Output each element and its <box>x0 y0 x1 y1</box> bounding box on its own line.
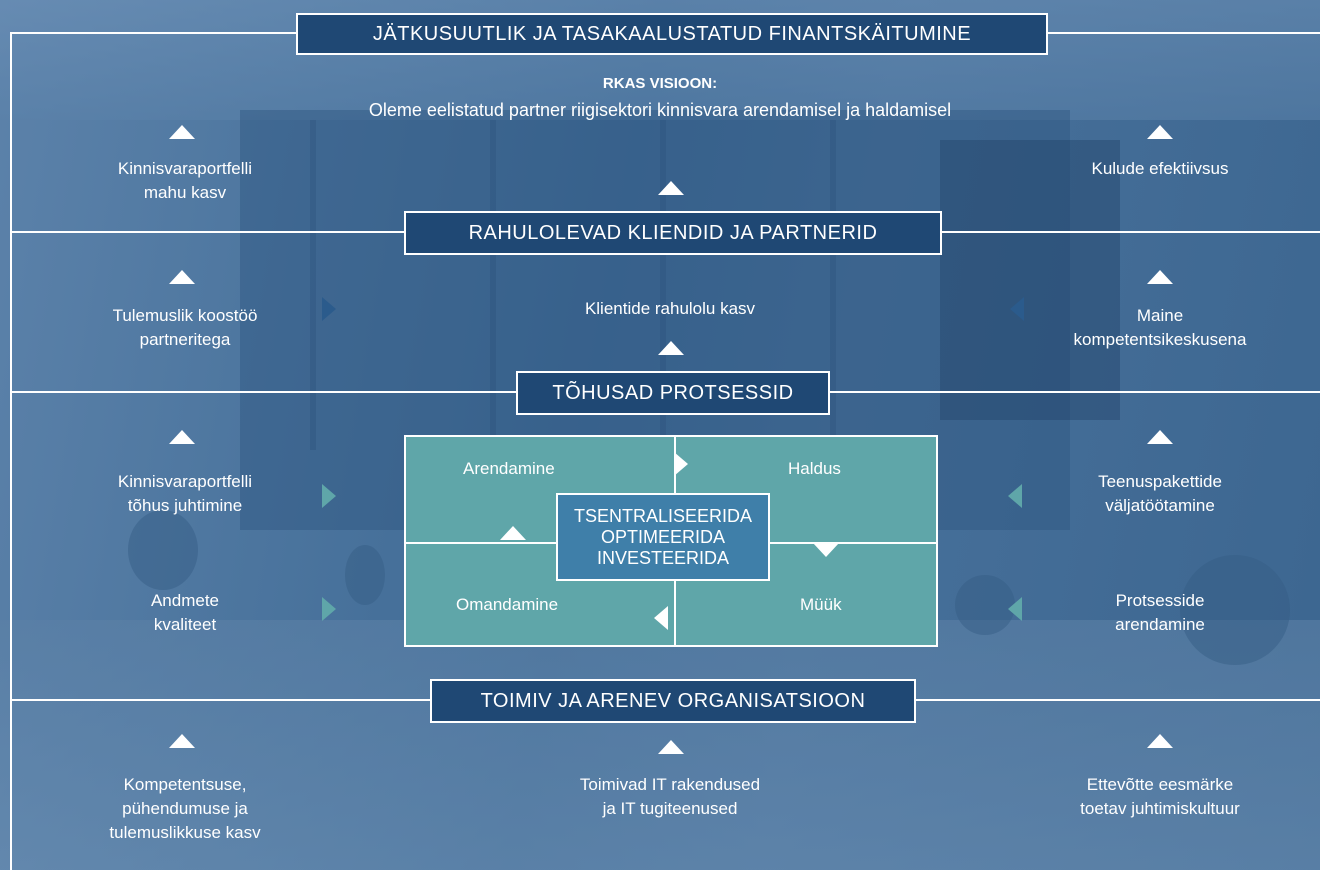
goal-competence-growth: Kompetentsuse, pühendumuse ja tulemuslik… <box>60 773 310 845</box>
cycle-step-development: Arendamine <box>463 459 555 478</box>
goal-cost-efficiency: Kulude efektiivsus <box>1091 159 1229 178</box>
goal-it-systems: Toimivad IT rakendused ja IT tugiteenuse… <box>510 773 830 821</box>
vision-heading: RKAS VISIOON: <box>602 75 718 92</box>
arrow-left-icon <box>654 606 668 630</box>
arrow-right-icon <box>674 452 688 476</box>
goal-line: ja IT tugiteenused <box>602 799 738 818</box>
goal-line: väljatöötamine <box>1105 496 1215 515</box>
goal-line: arendamine <box>1115 615 1205 634</box>
arrow-up-icon <box>658 181 684 195</box>
frame-line <box>938 231 1320 233</box>
goal-line: Andmete <box>150 591 220 610</box>
goal-line: Kinnisvaraportfelli <box>117 472 253 491</box>
arrow-up-icon <box>1147 270 1173 284</box>
frame-line <box>826 391 1320 393</box>
goal-line: partneritega <box>139 330 231 349</box>
center-line: TSENTRALISEERIDA <box>573 505 753 526</box>
goal-portfolio-management: Kinnisvaraportfelli tõhus juhtimine <box>60 470 310 518</box>
arrow-up-icon <box>169 734 195 748</box>
center-line: OPTIMEERIDA <box>600 526 725 547</box>
section-title-organisation: TOIMIV JA ARENEV ORGANISATSIOON <box>430 679 916 723</box>
goal-competence-reputation: Maine kompetentsikeskusena <box>1030 304 1290 352</box>
arrow-up-icon <box>1147 125 1173 139</box>
goal-partner-cooperation: Tulemuslik koostöö partneritega <box>60 304 310 352</box>
goal-line: toetav juhtimiskultuur <box>1080 799 1240 818</box>
goal-line: Teenuspakettide <box>1098 472 1222 491</box>
arrow-right-icon <box>322 597 336 621</box>
arrow-up-icon <box>169 270 195 284</box>
cycle-step-management: Haldus <box>788 459 841 478</box>
cycle-step-acquisition: Omandamine <box>456 595 559 614</box>
tree <box>128 510 198 590</box>
frame-left-line <box>10 32 12 870</box>
arrow-up-icon <box>500 526 526 540</box>
arrow-right-icon <box>322 484 336 508</box>
frame-line <box>10 32 296 34</box>
tree <box>345 545 385 605</box>
cycle-step-sale: Müük <box>800 595 842 614</box>
process-cycle: Arendamine Haldus Omandamine Müük <box>404 435 938 647</box>
building-stripe <box>830 120 836 450</box>
arrow-right-icon <box>322 297 336 321</box>
goal-line: Toimivad IT rakendused <box>579 775 761 794</box>
frame-line <box>912 699 1320 701</box>
arrow-up-icon <box>1147 734 1173 748</box>
goal-line: pühendumuse ja <box>122 799 248 818</box>
goal-line: tõhus juhtimine <box>127 496 243 515</box>
arrow-left-icon <box>1010 297 1024 321</box>
building-stripe <box>310 120 316 450</box>
center-line: INVESTEERIDA <box>596 547 730 568</box>
goal-line: Protsesside <box>1115 591 1205 610</box>
tree <box>1180 555 1290 665</box>
tree <box>955 575 1015 635</box>
vision-text: Oleme eelistatud partner riigisektori ki… <box>368 100 952 120</box>
goal-line: kvaliteet <box>153 615 217 634</box>
section-title-processes: TÕHUSAD PROTSESSID <box>516 371 830 415</box>
section-title-clients: RAHULOLEVAD KLIENDID JA PARTNERID <box>404 211 942 255</box>
goal-line: mahu kasv <box>143 183 227 202</box>
building-stripe <box>660 120 666 450</box>
goal-client-satisfaction: Klientide rahulolu kasv <box>584 299 756 318</box>
goal-line: tulemuslikkuse kasv <box>109 823 261 842</box>
frame-line <box>10 231 404 233</box>
goal-line: Tulemuslik koostöö <box>112 306 258 325</box>
arrow-up-icon <box>169 430 195 444</box>
goal-line: Kompetentsuse, <box>123 775 247 794</box>
arrow-up-icon <box>658 740 684 754</box>
goal-data-quality: Andmete kvaliteet <box>60 589 310 637</box>
goal-line: Kinnisvaraportfelli <box>117 159 253 178</box>
goal-service-packages: Teenuspakettide väljatöötamine <box>1030 470 1290 518</box>
arrow-left-icon <box>1008 484 1022 508</box>
goal-line: Maine <box>1136 306 1184 325</box>
arrow-up-icon <box>1147 430 1173 444</box>
frame-line <box>1044 32 1320 34</box>
frame-line <box>10 699 430 701</box>
building-stripe <box>490 120 496 450</box>
process-center-box: TSENTRALISEERIDA OPTIMEERIDA INVESTEERID… <box>556 493 770 581</box>
goal-line: Ettevõtte eesmärke <box>1086 775 1234 794</box>
building-shape <box>940 140 1120 420</box>
frame-line <box>10 391 516 393</box>
goal-portfolio-growth: Kinnisvaraportfelli mahu kasv <box>60 157 310 205</box>
goal-line: kompetentsikeskusena <box>1073 330 1247 349</box>
arrow-down-icon <box>813 543 839 557</box>
arrow-left-icon <box>1008 597 1022 621</box>
section-title-finance: JÄTKUSUUTLIK JA TASAKAALUSTATUD FINANTSK… <box>296 13 1048 55</box>
arrow-up-icon <box>658 341 684 355</box>
arrow-up-icon <box>169 125 195 139</box>
goal-management-culture: Ettevõtte eesmärke toetav juhtimiskultuu… <box>1030 773 1290 821</box>
goal-process-development: Protsesside arendamine <box>1030 589 1290 637</box>
